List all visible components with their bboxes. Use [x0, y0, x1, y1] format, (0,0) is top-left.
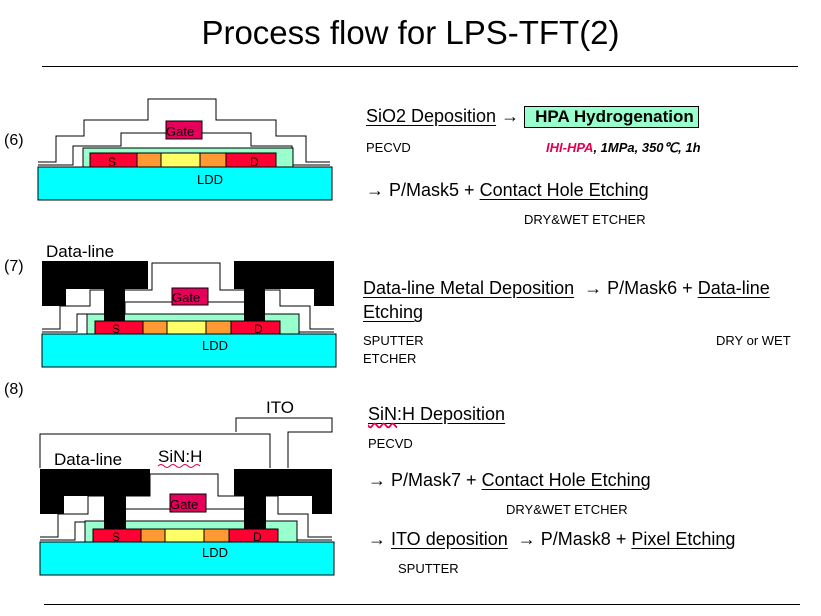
arrow: →: [366, 180, 384, 200]
arrow: →: [584, 278, 603, 298]
step-number: (8): [4, 381, 24, 398]
source-label: S: [108, 155, 116, 169]
mask-label: P/Mask8 +: [540, 529, 627, 549]
drain-label: D: [254, 322, 263, 336]
step7-line1-cont: Etching: [363, 302, 423, 323]
contact-hole-etching: Contact Hole Etching: [479, 180, 649, 200]
page-title: Process flow for LPS-TFT(2): [201, 14, 620, 51]
drain-label: D: [253, 530, 262, 544]
gate-label: Gate: [170, 497, 198, 512]
arrow: →: [368, 470, 386, 490]
hpa-conditions: IHI-HPA, 1MPa, 350℃, 1h: [546, 140, 701, 156]
arrow: →: [517, 529, 536, 549]
equipment-label: PECVD: [368, 436, 413, 451]
ldd-label: LDD: [202, 338, 228, 353]
equipment-label: SPUTTER: [363, 333, 424, 348]
equipment-label: SPUTTER: [398, 561, 459, 576]
sio2-deposition: SiO2 Deposition: [366, 106, 497, 126]
gate-electrode: [165, 120, 203, 140]
ldd-label: LDD: [202, 545, 228, 560]
channel: [160, 152, 201, 168]
sin-deposition-rest: :H Deposition: [397, 404, 506, 424]
data-line-metal-left: [40, 469, 150, 529]
glass-substrate: [39, 541, 335, 576]
equipment-label: DRY&WET ETCHER: [506, 502, 628, 517]
hpa-hydrogenation-box: HPA Hydrogenation: [524, 106, 699, 128]
data-line-metal-left: [42, 261, 148, 321]
ldd-right: [205, 320, 232, 335]
bottom-divider: [44, 604, 800, 605]
arrow: →: [501, 106, 520, 126]
step-number: (7): [4, 258, 24, 275]
glass-substrate: [41, 333, 337, 368]
arrow: →: [368, 529, 386, 549]
source-label: S: [112, 530, 120, 544]
data-line-metal-right: [234, 261, 334, 321]
ldd-label: LDD: [197, 172, 223, 187]
hpa-equipment-name: IHI-HPA: [546, 140, 594, 155]
equipment-label: DRY&WET ETCHER: [524, 212, 646, 227]
step7-line1: Data-line Metal Deposition → P/Mask6 + D…: [363, 278, 770, 299]
step8-line3: → ITO deposition → P/Mask8 + Pixel Etchi…: [368, 529, 735, 550]
step-number: (6): [4, 132, 24, 149]
tft-cross-section-step8: ITO Data-line SiN:H Gate S D LDD: [39, 398, 335, 576]
data-line-label: Data-line: [54, 450, 122, 469]
drain-label: D: [250, 155, 259, 169]
sin-deposition: SiN:H Deposition: [368, 404, 505, 424]
data-line-label: Data-line: [46, 242, 114, 261]
interlayer-oxide: [38, 98, 330, 163]
gate-label: Gate: [166, 124, 194, 139]
step8-line1: SiN:H Deposition: [368, 404, 505, 425]
gate-electrode: [169, 493, 207, 513]
contact-hole-etching: Contact Hole Etching: [481, 470, 651, 490]
channel: [164, 528, 205, 543]
tft-cross-section-step6: Gate S D LDD: [37, 98, 333, 201]
gate-label: Gate: [172, 290, 200, 305]
ldd-right: [199, 152, 227, 168]
hpa-condition-values: , 1MPa, 350℃, 1h: [593, 140, 701, 155]
drain-region: [225, 152, 277, 168]
etching-word: Etching: [363, 302, 424, 322]
sin-passivation: [39, 433, 271, 468]
data-line-metal-deposition: Data-line Metal Deposition: [363, 278, 575, 298]
step6-line2: → P/Mask5 + Contact Hole Etching: [366, 180, 649, 201]
ldd-left: [136, 152, 162, 168]
ito-deposition: ITO deposition: [391, 529, 508, 549]
ldd-left: [142, 320, 168, 335]
equipment-label: DRY or WET: [716, 333, 791, 348]
ito-pixel-electrode: [235, 417, 333, 468]
tft-cross-section-step7: Data-line Gate S D LDD: [41, 242, 337, 368]
channel: [166, 320, 207, 335]
ldd-right: [203, 528, 230, 543]
data-line-metal-right: [234, 469, 332, 529]
ldd-left: [140, 528, 166, 543]
mask-label: P/Mask6 +: [607, 278, 693, 298]
equipment-label: PECVD: [366, 140, 411, 155]
equipment-label: ETCHER: [363, 351, 417, 366]
mask-label: P/Mask5 +: [389, 180, 475, 200]
title-divider: [42, 66, 798, 67]
step6-line1: SiO2 Deposition → HPA Hydrogenation: [366, 106, 699, 128]
sin-label: SiN:H: [158, 447, 202, 466]
pixel-etching: Pixel Etching: [631, 529, 736, 549]
source-label: S: [112, 322, 120, 336]
mask-label: P/Mask7 +: [391, 470, 477, 490]
sin-wavy: SiN: [368, 404, 398, 424]
glass-substrate: [37, 166, 333, 201]
ito-label: ITO: [266, 398, 294, 417]
step8-line2: → P/Mask7 + Contact Hole Etching: [368, 470, 651, 491]
sin-underline: [157, 464, 201, 468]
data-line-etching: Data-line: [697, 278, 770, 298]
gate-electrode: [171, 287, 209, 306]
